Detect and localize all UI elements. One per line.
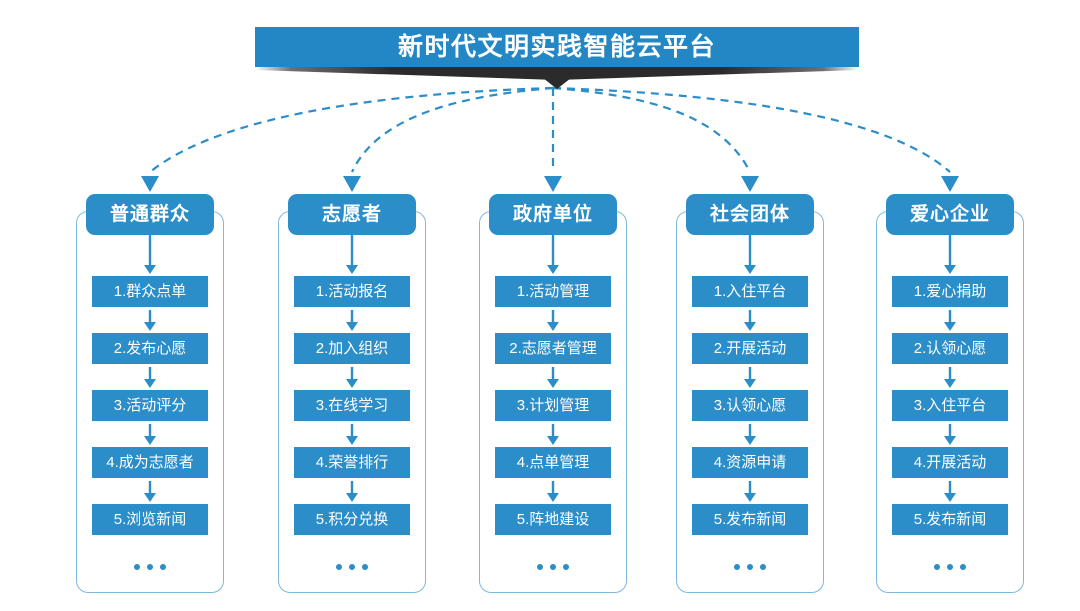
step-item-label: 5.浏览新闻 <box>113 511 187 528</box>
step-item[interactable]: 3.活动评分 <box>92 390 208 421</box>
step-item[interactable]: 1.爱心捐助 <box>892 276 1008 307</box>
step-item[interactable]: 4.资源申请 <box>692 447 808 478</box>
ellipsis-dot <box>336 564 342 570</box>
step-item[interactable]: 4.荣誉排行 <box>294 447 410 478</box>
ellipsis-dot <box>960 564 966 570</box>
step-item-label: 5.阵地建设 <box>516 511 590 528</box>
column-header-label: 普通群众 <box>109 204 190 225</box>
step-item[interactable]: 3.认领心愿 <box>692 390 808 421</box>
step-item-label: 1.群众点单 <box>113 283 187 300</box>
step-item[interactable]: 5.发布新闻 <box>892 504 1008 535</box>
platform-title-banner: 新时代文明实践智能云平台 <box>255 27 859 67</box>
arrow-path-col4 <box>552 86 751 173</box>
step-item[interactable]: 3.入住平台 <box>892 390 1008 421</box>
step-item-label: 4.点单管理 <box>516 454 590 471</box>
step-item[interactable]: 1.入住平台 <box>692 276 808 307</box>
ellipsis-dot <box>947 564 953 570</box>
more-items-ellipsis <box>92 559 208 575</box>
step-item-label: 3.活动评分 <box>113 397 187 414</box>
step-item[interactable]: 1.活动管理 <box>495 276 611 307</box>
ellipsis-dot <box>362 564 368 570</box>
column-header-label: 政府单位 <box>512 204 593 225</box>
ellipsis-dot <box>147 564 153 570</box>
step-item[interactable]: 4.成为志愿者 <box>92 447 208 478</box>
column-header-1[interactable]: 普通群众 <box>86 194 214 235</box>
ellipsis-dot <box>537 564 543 570</box>
column-header-label: 社会团体 <box>709 204 790 225</box>
column-header-5[interactable]: 爱心企业 <box>886 194 1014 235</box>
step-item-label: 2.开展活动 <box>713 340 787 357</box>
step-item-label: 5.发布新闻 <box>913 511 987 528</box>
ellipsis-dot <box>563 564 569 570</box>
ellipsis-dot <box>160 564 166 570</box>
column-header-label: 爱心企业 <box>909 204 990 225</box>
step-item[interactable]: 2.发布心愿 <box>92 333 208 364</box>
step-item-label: 3.计划管理 <box>516 397 590 414</box>
column-header-4[interactable]: 社会团体 <box>686 194 814 235</box>
step-item[interactable]: 2.开展活动 <box>692 333 808 364</box>
arrow-path-col5 <box>552 86 951 173</box>
step-item-label: 3.认领心愿 <box>713 397 787 414</box>
arrowhead-col1 <box>141 176 159 192</box>
step-item[interactable]: 1.群众点单 <box>92 276 208 307</box>
step-item-label: 5.积分兑换 <box>315 511 389 528</box>
column-header-2[interactable]: 志愿者 <box>288 194 416 235</box>
step-item-label: 3.入住平台 <box>913 397 987 414</box>
step-item-label: 2.加入组织 <box>315 340 389 357</box>
step-item-label: 1.入住平台 <box>713 283 787 300</box>
step-item-label: 4.荣誉排行 <box>315 454 389 471</box>
page-title: 新时代文明实践智能云平台 <box>397 32 716 61</box>
step-item[interactable]: 2.认领心愿 <box>892 333 1008 364</box>
ellipsis-dot <box>134 564 140 570</box>
more-items-ellipsis <box>692 559 808 575</box>
column-header-3[interactable]: 政府单位 <box>489 194 617 235</box>
step-item-label: 2.志愿者管理 <box>509 340 597 357</box>
step-item[interactable]: 5.阵地建设 <box>495 504 611 535</box>
step-item-label: 1.爱心捐助 <box>913 283 987 300</box>
step-item-label: 2.认领心愿 <box>913 340 987 357</box>
step-item[interactable]: 4.开展活动 <box>892 447 1008 478</box>
banner-shadow <box>255 67 859 89</box>
step-item-label: 4.资源申请 <box>713 454 787 471</box>
ellipsis-dot <box>349 564 355 570</box>
step-item[interactable]: 5.发布新闻 <box>692 504 808 535</box>
step-item[interactable]: 4.点单管理 <box>495 447 611 478</box>
step-item-label: 4.开展活动 <box>913 454 987 471</box>
ellipsis-dot <box>934 564 940 570</box>
step-item[interactable]: 5.积分兑换 <box>294 504 410 535</box>
ellipsis-dot <box>760 564 766 570</box>
arrowheads <box>141 176 959 192</box>
ellipsis-dot <box>550 564 556 570</box>
arrowhead-col3 <box>544 176 562 192</box>
step-item[interactable]: 3.在线学习 <box>294 390 410 421</box>
ellipsis-dot <box>747 564 753 570</box>
step-item-label: 4.成为志愿者 <box>106 454 194 471</box>
step-item-label: 1.活动管理 <box>516 283 590 300</box>
ellipsis-dot <box>734 564 740 570</box>
step-item[interactable]: 2.加入组织 <box>294 333 410 364</box>
step-item-label: 5.发布新闻 <box>713 511 787 528</box>
step-item-label: 1.活动报名 <box>315 283 389 300</box>
step-item[interactable]: 2.志愿者管理 <box>495 333 611 364</box>
step-item-label: 3.在线学习 <box>315 397 389 414</box>
step-item[interactable]: 5.浏览新闻 <box>92 504 208 535</box>
more-items-ellipsis <box>892 559 1008 575</box>
arrow-path-col2 <box>351 86 554 173</box>
arrowhead-col5 <box>941 176 959 192</box>
arrowhead-col4 <box>741 176 759 192</box>
more-items-ellipsis <box>294 559 410 575</box>
step-item[interactable]: 1.活动报名 <box>294 276 410 307</box>
arrowhead-col2 <box>343 176 361 192</box>
more-items-ellipsis <box>495 559 611 575</box>
step-item-label: 2.发布心愿 <box>113 340 187 357</box>
column-header-label: 志愿者 <box>321 204 382 225</box>
arrow-path-col1 <box>149 86 554 173</box>
step-item[interactable]: 3.计划管理 <box>495 390 611 421</box>
